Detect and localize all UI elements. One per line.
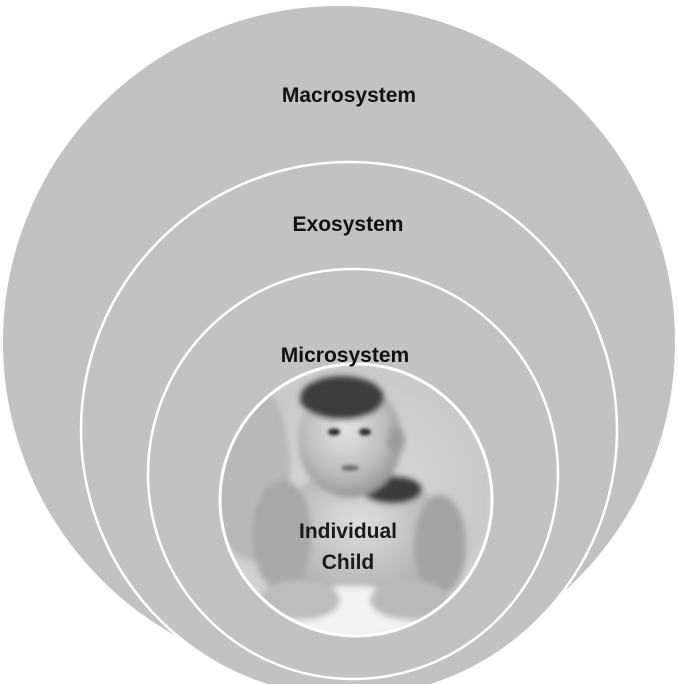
- individual-label: Individual: [299, 520, 397, 543]
- individual-child-core: [218, 362, 494, 638]
- child-label: Child: [322, 551, 375, 574]
- microsystem-label: Microsystem: [281, 344, 409, 367]
- macrosystem-label: Macrosystem: [282, 84, 416, 107]
- exosystem-label: Exosystem: [293, 213, 404, 236]
- baby-photo: [220, 364, 492, 636]
